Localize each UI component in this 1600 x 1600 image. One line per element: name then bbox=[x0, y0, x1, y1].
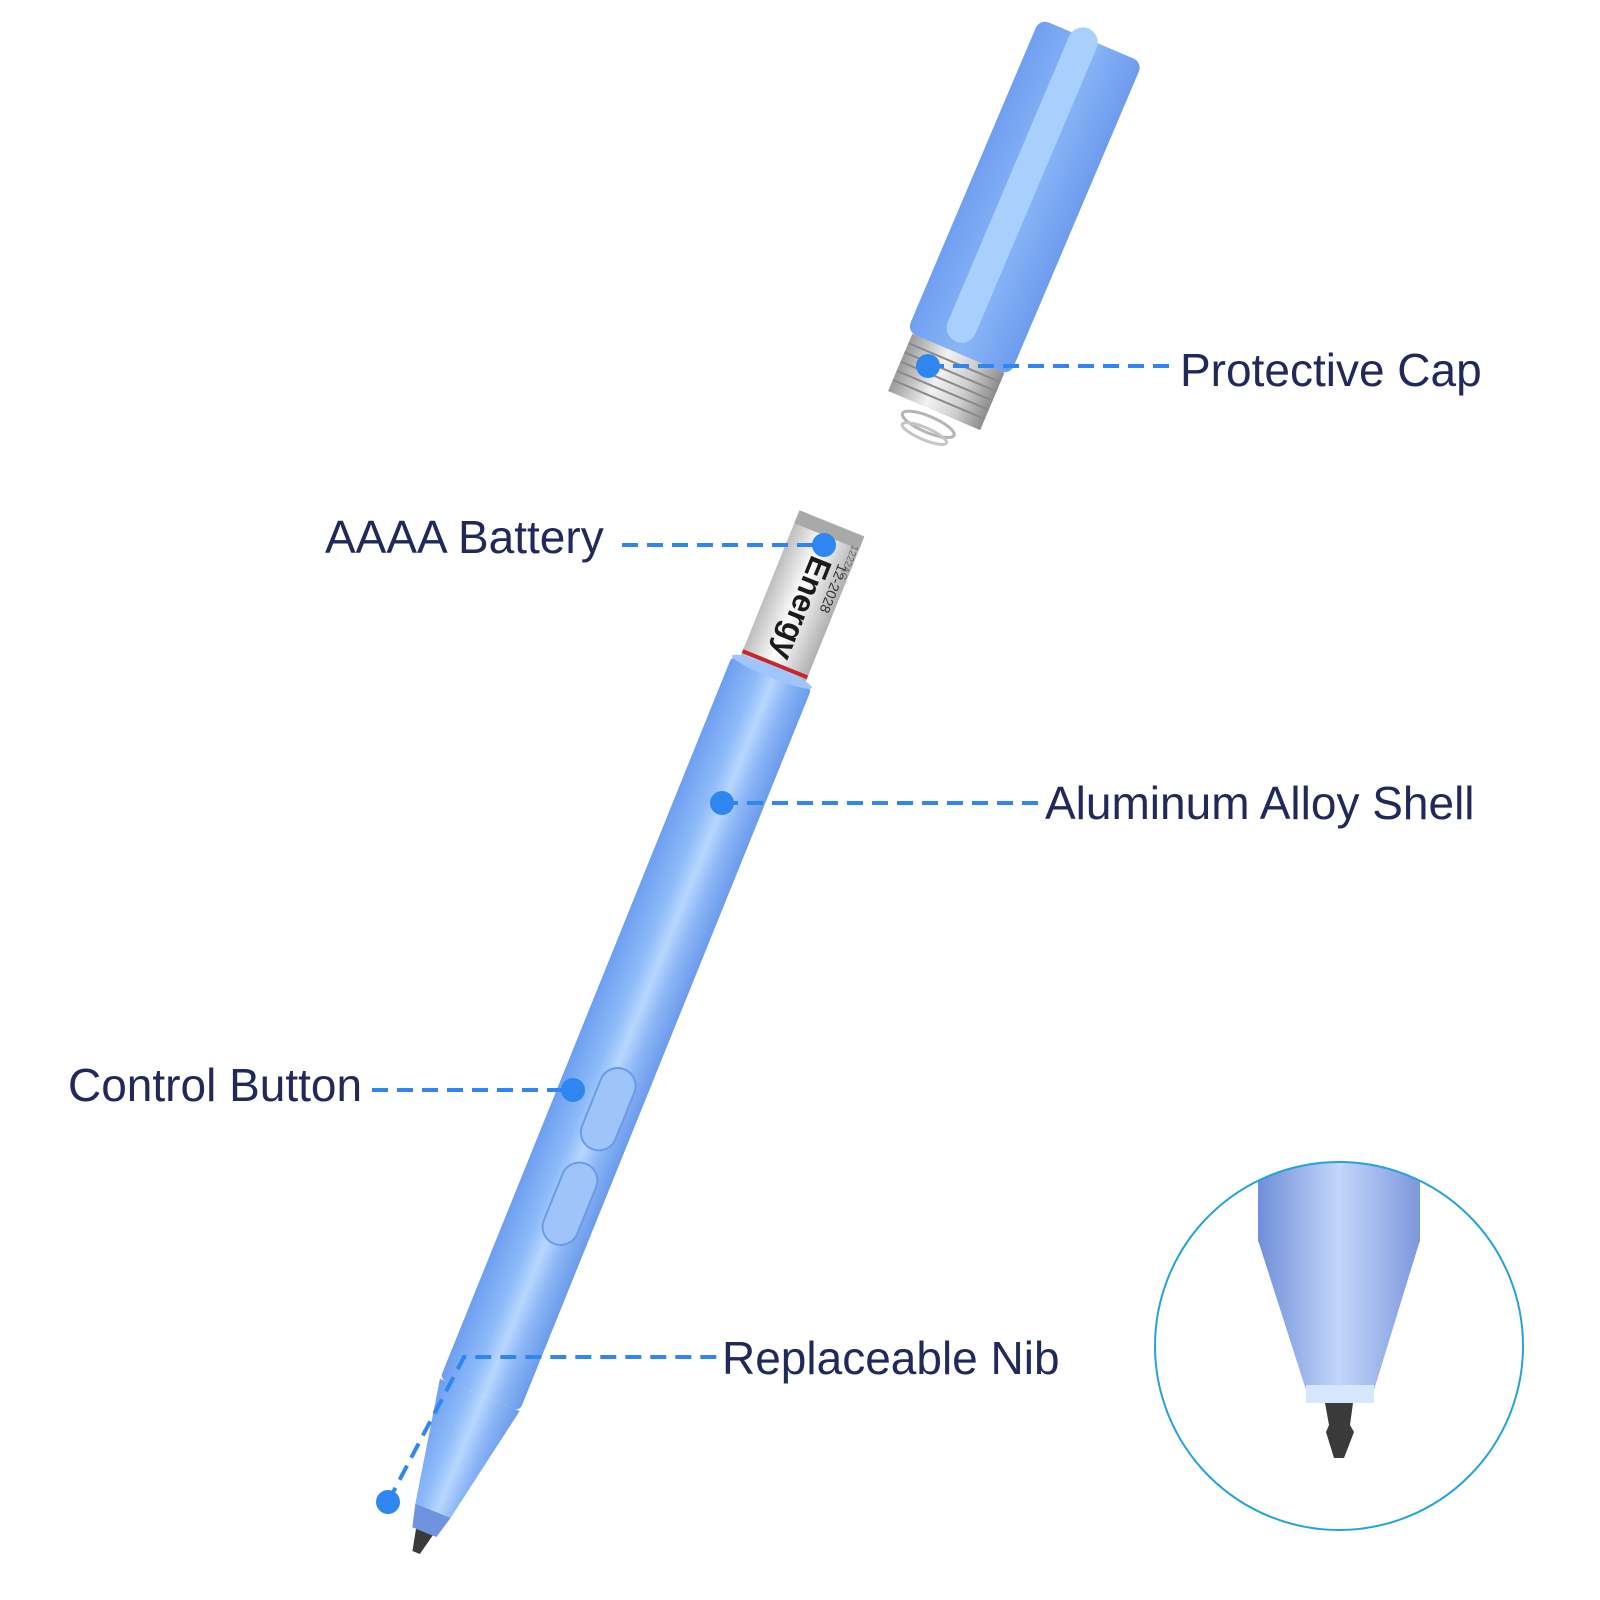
inset-circle-border bbox=[1154, 1161, 1524, 1531]
protective-cap-illustration bbox=[888, 21, 1140, 446]
cap-clip bbox=[946, 27, 1098, 343]
cap-spring bbox=[900, 409, 956, 440]
callout-aluminum-alloy-shell bbox=[710, 791, 1043, 815]
battery-cell bbox=[733, 511, 863, 702]
callout-replaceable-nib bbox=[376, 1355, 720, 1514]
inset-barrel bbox=[1258, 1162, 1420, 1242]
label-control-button: Control Button bbox=[68, 1059, 363, 1111]
inset-cone bbox=[1258, 1240, 1420, 1390]
upper-control-button bbox=[579, 1066, 637, 1152]
battery-illustration: Energy 12-2028 1222AC bbox=[733, 510, 865, 702]
callout-protective-cap bbox=[916, 354, 1178, 378]
pen-illustration: Energy 12-2028 1222AC bbox=[412, 510, 865, 1555]
nib-zoom-inset bbox=[1154, 1161, 1524, 1531]
callout-aaaa-battery bbox=[622, 533, 836, 557]
lower-control-button bbox=[541, 1161, 599, 1246]
inset-nib-tip bbox=[1325, 1403, 1354, 1458]
pen-nib bbox=[412, 1528, 433, 1555]
pen-barrel bbox=[441, 657, 811, 1410]
label-protective-cap: Protective Cap bbox=[1180, 344, 1482, 396]
pen-taper bbox=[415, 1378, 520, 1518]
label-replaceable-nib: Replaceable Nib bbox=[722, 1332, 1060, 1384]
label-aluminum-alloy-shell: Aluminum Alloy Shell bbox=[1045, 777, 1475, 829]
label-aaaa-battery: AAAA Battery bbox=[325, 511, 604, 563]
callout-control-button bbox=[372, 1078, 585, 1102]
